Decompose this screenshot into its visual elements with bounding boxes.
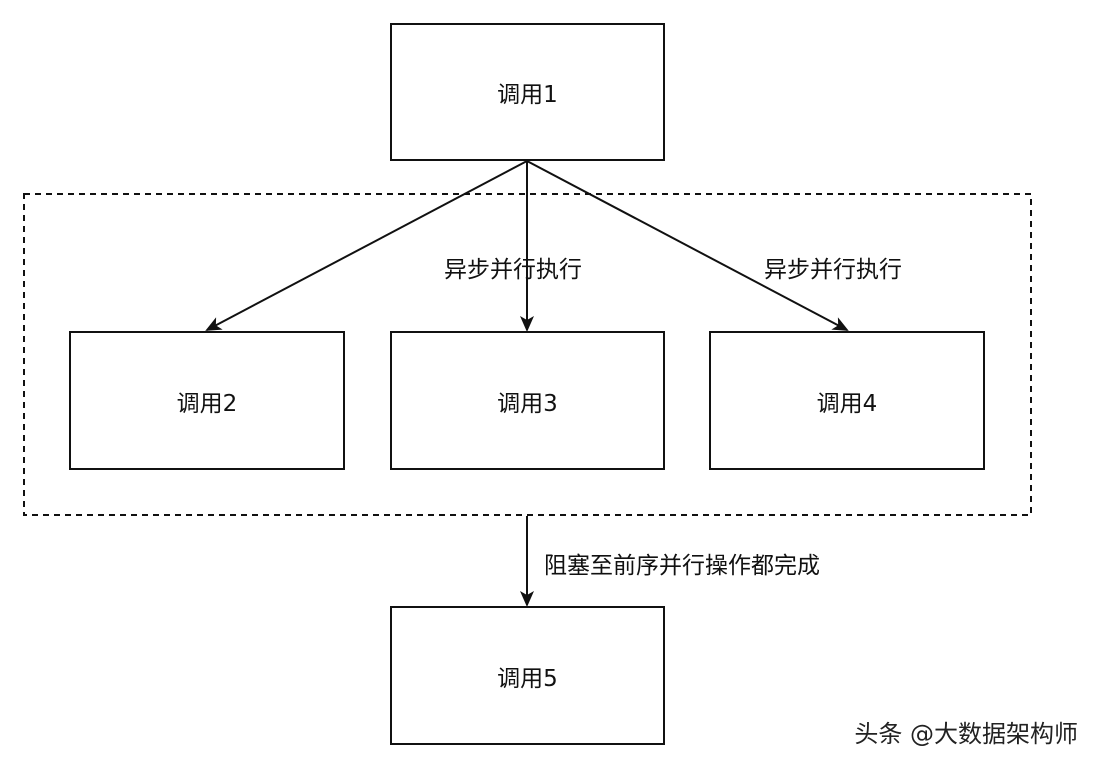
parallel-group-border xyxy=(23,193,1032,516)
node-call1-label: 调用1 xyxy=(497,82,558,108)
edge-label-async-right: 异步并行执行 xyxy=(764,257,902,283)
edge-label-block: 阻塞至前序并行操作都完成 xyxy=(544,553,820,579)
node-call3-label: 调用3 xyxy=(497,390,558,417)
node-call1: 调用1 xyxy=(390,23,665,161)
edge-call1-to-call4 xyxy=(526,160,849,331)
node-call5: 调用5 xyxy=(390,606,665,745)
edge-call1-to-call2 xyxy=(205,160,528,331)
node-call2-label: 调用2 xyxy=(176,390,238,417)
node-call2: 调用2 xyxy=(69,331,345,470)
node-call5-label: 调用5 xyxy=(497,665,558,692)
node-call4: 调用4 xyxy=(709,331,985,470)
node-call3: 调用3 xyxy=(390,331,665,470)
watermark: 头条 @大数据架构师 xyxy=(854,720,1078,748)
node-call4-label: 调用4 xyxy=(816,390,878,417)
edge-label-async-center: 异步并行执行 xyxy=(444,257,582,283)
